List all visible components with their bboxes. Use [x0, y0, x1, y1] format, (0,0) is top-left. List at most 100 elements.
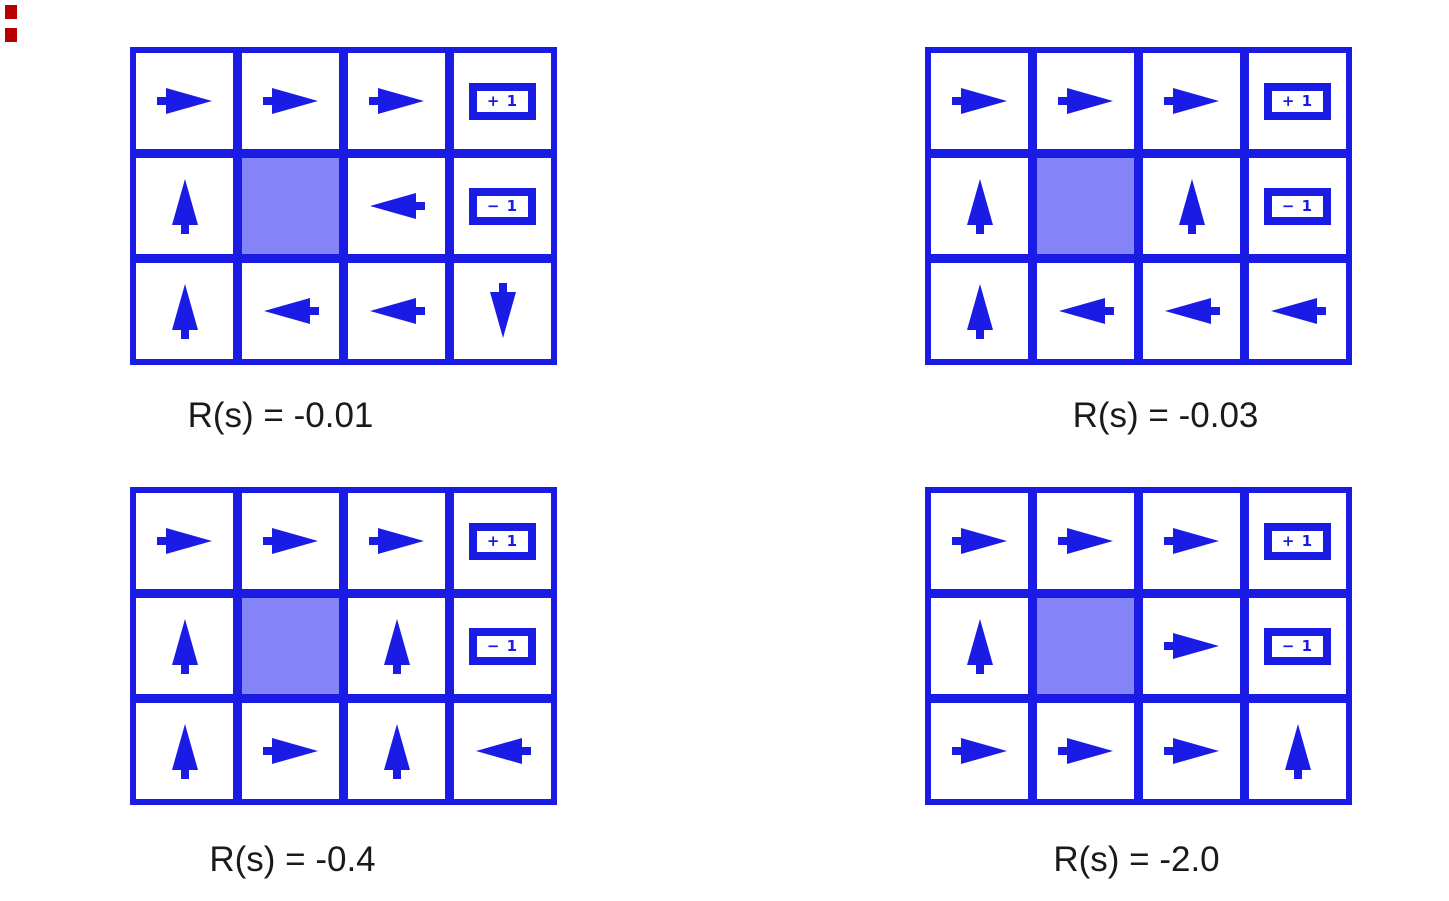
policy-cell-right [1037, 493, 1134, 589]
arrow-left-icon [1270, 298, 1326, 324]
terminal-plus-label: + 1 [486, 91, 519, 110]
policy-cell-right [348, 53, 445, 149]
arrow-right-icon [1057, 738, 1113, 764]
policy-cell-right [1143, 53, 1240, 149]
arrow-up-icon [1178, 179, 1205, 234]
arrow-left-icon [369, 193, 425, 219]
arrow-right-icon [368, 88, 424, 114]
terminal-cell-plus: + 1 [1249, 53, 1346, 149]
wall-cell [1037, 598, 1134, 694]
arrow-right-icon [1163, 528, 1219, 554]
terminal-cell-minus: − 1 [1249, 598, 1346, 694]
wall-cell [242, 598, 339, 694]
policy-cell-right [931, 493, 1028, 589]
arrow-up-icon [171, 724, 198, 779]
terminal-cell-minus: − 1 [454, 598, 551, 694]
arrow-right-icon [1163, 88, 1219, 114]
policy-cell-up [931, 263, 1028, 359]
policy-cell-down [454, 263, 551, 359]
arrow-up-icon [966, 619, 993, 674]
policy-cell-right [242, 493, 339, 589]
terminal-minus-box: − 1 [469, 187, 536, 225]
grid-caption-r-20: R(s) = -2.0 [1053, 840, 1220, 879]
policy-cell-left [242, 263, 339, 359]
terminal-minus-label: − 1 [486, 196, 519, 215]
policy-cell-up [348, 703, 445, 799]
policy-cell-left [454, 703, 551, 799]
arrow-right-icon [1057, 88, 1113, 114]
policy-cell-up [136, 158, 233, 254]
policy-cell-right [1143, 703, 1240, 799]
arrow-right-icon [1057, 528, 1113, 554]
arrow-left-icon [1164, 298, 1220, 324]
arrow-up-icon [171, 179, 198, 234]
terminal-minus-box: − 1 [1264, 187, 1331, 225]
wall-cell [1037, 158, 1134, 254]
gridworld-policy-grid-r-003: + 1 − 1 [925, 47, 1352, 365]
arrow-right-icon [156, 88, 212, 114]
policy-cell-up [136, 263, 233, 359]
policy-cell-right [1143, 493, 1240, 589]
terminal-plus-box: + 1 [469, 82, 536, 120]
terminal-cell-plus: + 1 [1249, 493, 1346, 589]
policy-cell-up [931, 158, 1028, 254]
policy-cell-left [348, 158, 445, 254]
terminal-cell-minus: − 1 [1249, 158, 1346, 254]
policy-cell-right [136, 53, 233, 149]
arrow-up-icon [383, 724, 410, 779]
terminal-minus-label: − 1 [486, 636, 519, 655]
terminal-cell-minus: − 1 [454, 158, 551, 254]
arrow-right-icon [951, 88, 1007, 114]
terminal-plus-label: + 1 [486, 531, 519, 550]
policy-cell-left [1249, 263, 1346, 359]
policy-cell-right [931, 703, 1028, 799]
terminal-minus-box: − 1 [1264, 627, 1331, 665]
terminal-plus-label: + 1 [1281, 531, 1314, 550]
terminal-plus-box: + 1 [469, 522, 536, 560]
policy-cell-up [348, 598, 445, 694]
terminal-plus-box: + 1 [1264, 82, 1331, 120]
policy-cell-left [1037, 263, 1134, 359]
gridworld-policy-grid-r-20: + 1 − 1 [925, 487, 1352, 805]
arrow-right-icon [262, 88, 318, 114]
arrow-right-icon [951, 738, 1007, 764]
grid-caption-r-001: R(s) = -0.01 [187, 396, 374, 435]
grid-caption-r-003: R(s) = -0.03 [1072, 396, 1259, 435]
policy-cell-right [242, 53, 339, 149]
policy-cell-up [136, 703, 233, 799]
arrow-right-icon [156, 528, 212, 554]
terminal-minus-box: − 1 [469, 627, 536, 665]
arrow-up-icon [383, 619, 410, 674]
arrow-right-icon [951, 528, 1007, 554]
policy-cell-right [348, 493, 445, 589]
terminal-cell-plus: + 1 [454, 53, 551, 149]
policy-cell-right [136, 493, 233, 589]
red-marker-icon [5, 5, 17, 19]
arrow-up-icon [171, 284, 198, 339]
policy-cell-left [1143, 263, 1240, 359]
terminal-cell-plus: + 1 [454, 493, 551, 589]
policy-cell-right [1143, 598, 1240, 694]
policy-cell-right [1037, 703, 1134, 799]
red-marker-icon [5, 28, 17, 42]
arrow-left-icon [263, 298, 319, 324]
policy-cell-right [242, 703, 339, 799]
policy-cell-up [1143, 158, 1240, 254]
arrow-up-icon [966, 179, 993, 234]
arrow-right-icon [368, 528, 424, 554]
arrow-up-icon [966, 284, 993, 339]
arrow-right-icon [1163, 738, 1219, 764]
arrow-left-icon [475, 738, 531, 764]
arrow-right-icon [262, 528, 318, 554]
arrow-left-icon [369, 298, 425, 324]
terminal-plus-box: + 1 [1264, 522, 1331, 560]
terminal-plus-label: + 1 [1281, 91, 1314, 110]
grid-caption-r-04: R(s) = -0.4 [209, 840, 376, 879]
policy-cell-up [1249, 703, 1346, 799]
arrow-down-icon [489, 283, 516, 338]
arrow-up-icon [1284, 724, 1311, 779]
gridworld-policy-grid-r-001: + 1 − 1 [130, 47, 557, 365]
arrow-right-icon [1163, 633, 1219, 659]
wall-cell [242, 158, 339, 254]
arrow-up-icon [171, 619, 198, 674]
